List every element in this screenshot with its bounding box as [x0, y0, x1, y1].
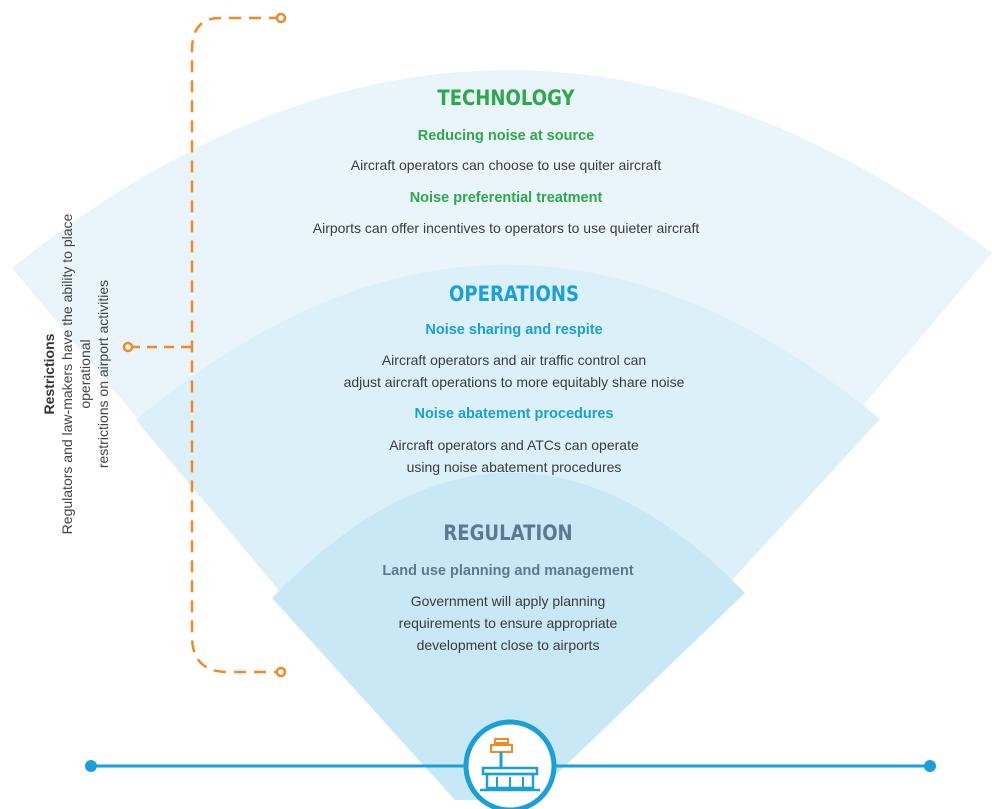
technology-item-heading: Reducing noise at source: [417, 128, 595, 144]
regulation-title: REGULATION: [443, 521, 573, 545]
regulation-band: [272, 472, 745, 800]
operations-item-text: adjust aircraft operations to more equit…: [343, 374, 685, 390]
operations-item-heading: Noise abatement procedures: [414, 406, 614, 422]
bracket-top-endpoint: [275, 12, 287, 24]
technology-item-text: Aircraft operators can choose to use qui…: [350, 157, 662, 173]
restrictions-title: Restrictions: [41, 333, 57, 415]
regulation-item-text: requirements to ensure appropriate: [398, 615, 618, 631]
technology-item-heading: Noise preferential treatment: [409, 190, 603, 206]
operations-item-text: Aircraft operators and air traffic contr…: [381, 352, 647, 368]
regulation-item-text: development close to airports: [416, 637, 600, 653]
ground-line-right-endpoint: [924, 760, 936, 772]
operations-title: OPERATIONS: [449, 282, 579, 306]
airport-control-tower-icon: [463, 719, 557, 809]
operations-item-text: Aircraft operators and ATCs can operate: [389, 437, 639, 453]
operations-item-heading: Noise sharing and respite: [425, 322, 603, 338]
restrictions-text: restrictions on airport activities: [95, 279, 111, 469]
restrictions-text: Regulators and law-makers have the abili…: [59, 213, 93, 535]
bracket-label-endpoint: [122, 341, 134, 353]
regulation-item-heading: Land use planning and management: [382, 563, 634, 579]
technology-title: TECHNOLOGY: [437, 86, 575, 110]
operations-item-text: using noise abatement procedures: [406, 459, 622, 475]
restrictions-label: Restrictions Regulators and law-makers h…: [40, 194, 112, 554]
restrictions-bracket: [130, 16, 281, 674]
bracket-bottom-endpoint: [275, 666, 287, 678]
regulation-item-text: Government will apply planning: [410, 593, 606, 609]
technology-item-text: Airports can offer incentives to operato…: [312, 220, 700, 236]
ground-line-left-endpoint: [85, 760, 97, 772]
